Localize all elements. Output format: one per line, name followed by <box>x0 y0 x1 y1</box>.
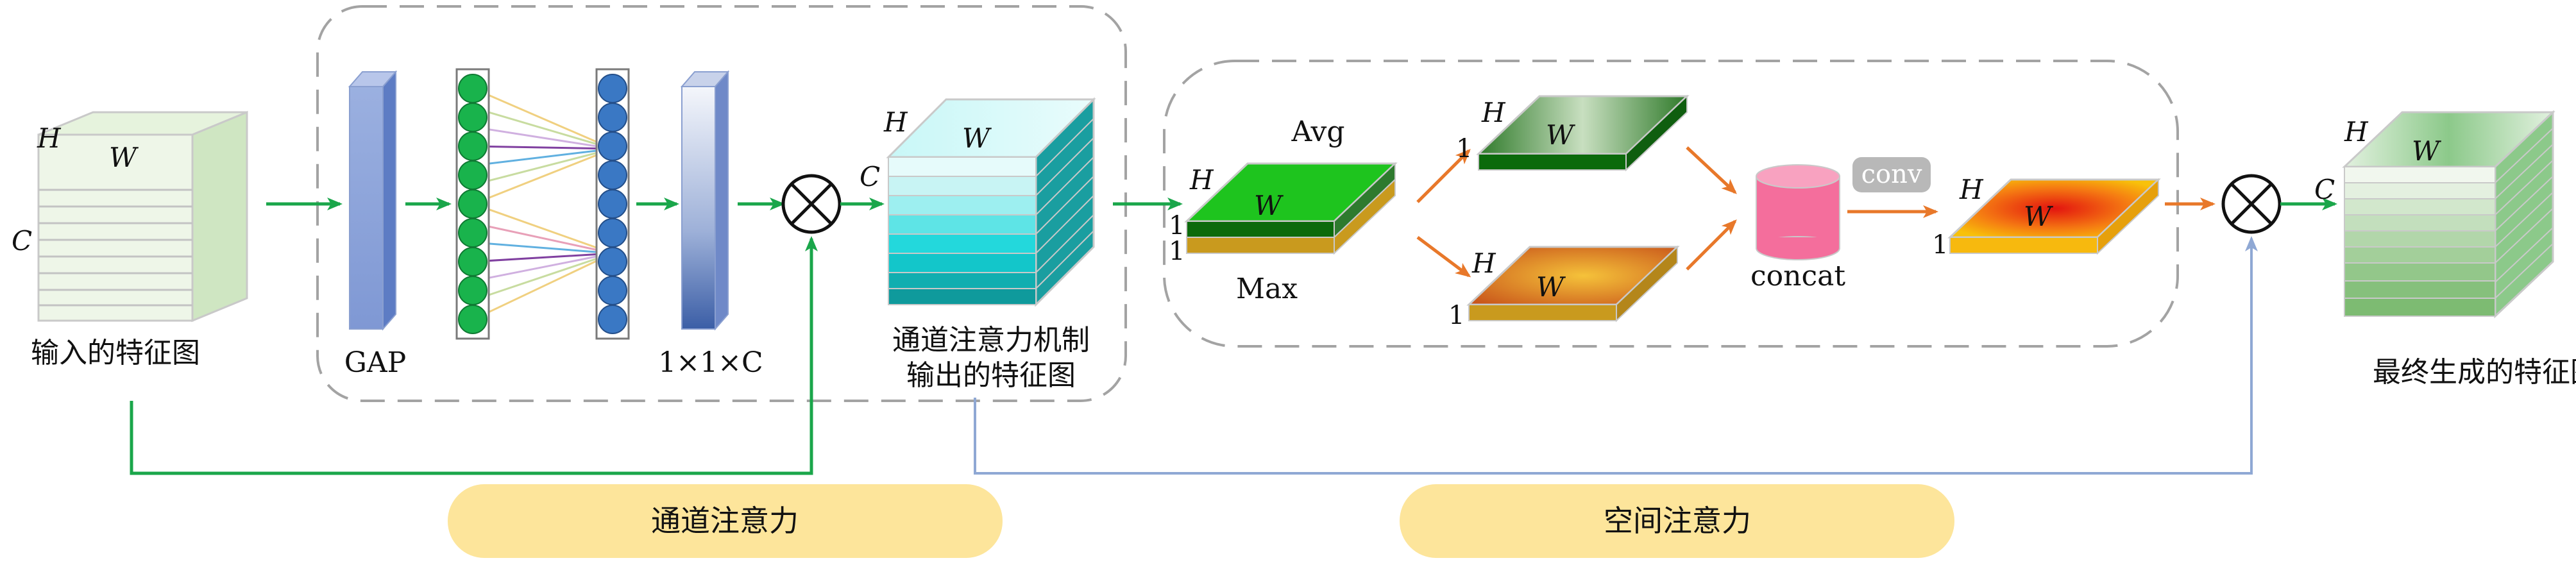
arrow-pool-to-max-map <box>1416 236 1471 278</box>
channel-output-caption-line2: 输出的特征图 <box>906 359 1076 392</box>
concat-label: concat <box>1750 260 1845 292</box>
output-w-label: W <box>2412 135 2442 167</box>
input-caption: 输入的特征图 <box>31 337 200 369</box>
avg-map-h-label: H <box>1481 97 1506 128</box>
max-map-h-label: H <box>1471 248 1496 279</box>
channel-multiply-icon <box>781 174 842 234</box>
concat-cylinder <box>1756 164 1840 260</box>
conv-label: conv <box>1861 160 1922 189</box>
pooled-slab <box>1184 162 1398 255</box>
avg-map-one-label: 1 <box>1456 134 1472 164</box>
fc-layer-1-nodes <box>458 74 487 334</box>
max-label: Max <box>1236 273 1298 305</box>
input-c-label: C <box>12 225 32 257</box>
input-h-label: H <box>37 122 62 154</box>
attention-map-one-label: 1 <box>1932 230 1948 260</box>
arrow-pool-to-avg-map <box>1416 149 1471 203</box>
spatial-skip-line <box>974 236 2258 475</box>
avg-label: Avg <box>1291 115 1344 148</box>
attention-map-h-label: H <box>1959 174 1984 205</box>
input-w-label: W <box>109 142 139 173</box>
avg-map-w-label: W <box>1546 119 1576 151</box>
channel-attention-pill-label: 通道注意力 <box>651 503 799 538</box>
channel-output-cube <box>886 97 1096 307</box>
attention-map-w-label: W <box>2024 201 2054 232</box>
input-feature-cube <box>37 110 248 323</box>
channel-weight-vector <box>680 70 730 331</box>
channel-output-h-label: H <box>883 106 908 138</box>
spatial-attention-map <box>1947 178 2161 255</box>
max-map-w-label: W <box>1536 271 1566 303</box>
pooled-w-label: W <box>1254 190 1284 221</box>
output-h-label: H <box>2344 116 2369 148</box>
arrow-max-map-to-concat <box>1686 219 1737 271</box>
pooled-one-max: 1 <box>1169 237 1185 266</box>
gap-label: GAP <box>344 346 407 379</box>
output-caption: 最终生成的特征图 <box>2373 356 2576 389</box>
output-c-label: C <box>2314 174 2335 205</box>
fc-connections <box>473 87 613 321</box>
spatial-attention-pill-label: 空间注意力 <box>1604 503 1751 538</box>
max-pooled-map <box>1466 245 1680 323</box>
max-map-one-label: 1 <box>1448 301 1464 330</box>
pooled-one-avg: 1 <box>1169 211 1185 240</box>
gap-bar <box>348 70 398 331</box>
vector-size-label: 1×1×C <box>658 346 763 379</box>
arrow-avg-map-to-concat <box>1686 146 1737 194</box>
channel-output-w-label: W <box>962 122 992 154</box>
spatial-multiply-icon <box>2221 174 2282 234</box>
spatial-attention-pill <box>1400 484 1954 558</box>
channel-output-caption-line1: 通道注意力机制 <box>892 324 1090 357</box>
fc-layer-2-nodes <box>598 74 627 334</box>
pooled-h-label: H <box>1189 164 1214 196</box>
avg-pooled-map <box>1476 94 1690 172</box>
channel-skip-line <box>130 236 818 475</box>
final-output-cube <box>2342 110 2555 319</box>
channel-output-c-label: C <box>860 161 880 192</box>
channel-attention-pill <box>448 484 1003 558</box>
conv-tag <box>1852 157 1931 192</box>
